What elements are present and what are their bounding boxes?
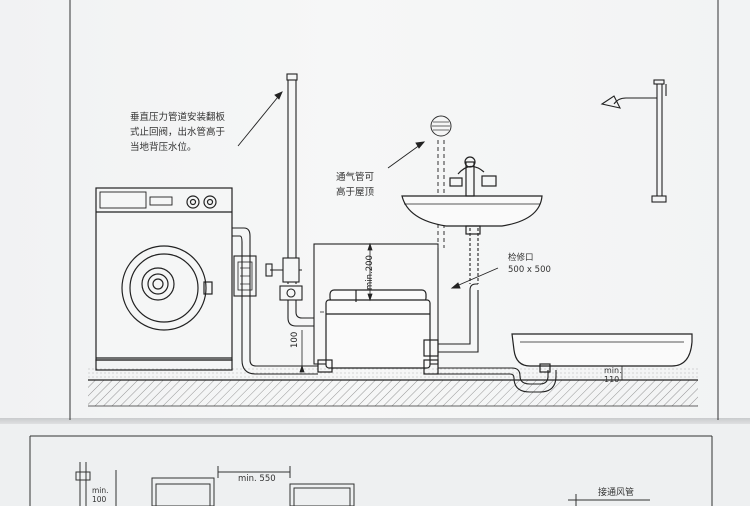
note-access-hatch: 检修口 500 x 500	[508, 253, 551, 275]
note-vent-pipe: 通气管可 高于屋顶	[336, 172, 375, 198]
leader-lines	[237, 91, 499, 289]
bathtub	[511, 333, 693, 373]
dim-min100: min. 100	[92, 486, 109, 504]
pressure-pipe	[265, 73, 330, 327]
washer-drain-hose	[232, 227, 318, 375]
outlet-pipe	[438, 228, 557, 393]
dim-min200: min.200	[365, 255, 375, 290]
floor-slab	[88, 368, 698, 407]
lower-sheet-drawings	[75, 462, 650, 506]
label-vent-connection: 接通风管	[598, 488, 635, 498]
shower	[600, 79, 667, 203]
dim-min550: min. 550	[238, 474, 276, 484]
note-check-valve: 垂直压力管道安装翻板 式止回阀，出水管高于 当地背压水位。	[130, 112, 226, 153]
dimension-lines	[299, 242, 630, 380]
lower-sheet	[0, 424, 750, 506]
dim-100: 100	[290, 331, 300, 348]
dim-min110: min. 110	[604, 366, 622, 384]
washing-machine	[95, 187, 233, 371]
lifting-pump	[317, 289, 439, 375]
sheet-gap	[0, 418, 750, 426]
washbasin	[401, 156, 543, 235]
vent-pipe	[430, 115, 452, 248]
frame-lines	[29, 0, 719, 506]
